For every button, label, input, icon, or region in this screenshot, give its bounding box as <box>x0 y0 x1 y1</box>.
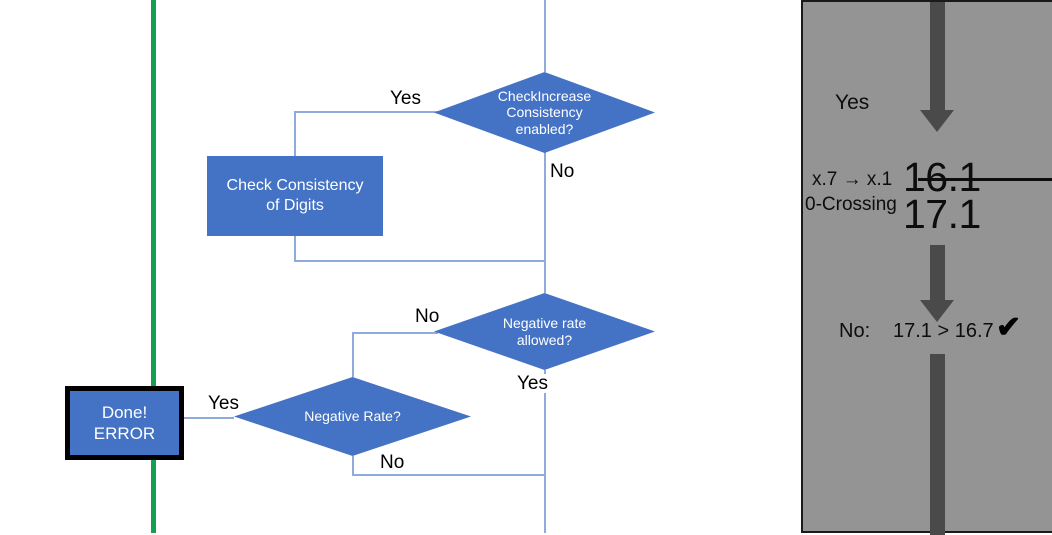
done-error-line2: ERROR <box>93 424 156 443</box>
panel-result-comparison: 17.1 > 16.7 <box>893 320 994 342</box>
process-consistency-line1: Check Consistency <box>226 177 364 194</box>
connector-negrate-yes <box>172 417 234 419</box>
panel-rule-label-2: 0-Crossing <box>805 194 897 215</box>
process-check-consistency-of-digits[interactable]: Check Consistency of Digits <box>207 156 383 236</box>
decision-neg-allowed-line1: Negative rate <box>502 314 587 331</box>
terminator-done-error[interactable]: Done! ERROR <box>65 386 184 460</box>
connector-spine-top <box>544 0 546 72</box>
panel-yes-label: Yes <box>835 91 870 114</box>
decision-negative-rate[interactable]: Negative Rate? <box>234 377 471 456</box>
panel-arrow-2-head <box>920 300 954 322</box>
connector-spine-bottom <box>544 474 546 533</box>
connector-negrate-no-v <box>352 456 354 476</box>
done-error-line1: Done! <box>101 402 148 422</box>
connector-negallowed-no-h <box>352 332 438 334</box>
decision-check-increase-consistency[interactable]: CheckIncrease Consistency enabled? <box>434 72 655 153</box>
decision-check-increase-line3: enabled? <box>515 120 574 137</box>
panel-value-struck: 16.1 <box>903 154 1052 201</box>
decision-check-increase-line1: CheckIncrease <box>497 87 592 104</box>
panel-value-struck-text: 16.1 <box>903 154 981 200</box>
connector-checkincrease-yes-v <box>294 111 296 156</box>
connector-negallowed-no-v <box>352 332 354 377</box>
right-side-panel: Yes x.7 → x.1 0-Crossing 16.1 17.1 No: 1… <box>801 0 1052 535</box>
strikethrough-line <box>917 178 1052 182</box>
connector-consistency-out-h <box>294 260 546 262</box>
green-divider-line <box>151 0 156 533</box>
panel-result-prefix: No: <box>839 320 871 342</box>
connector-spine-mid <box>544 260 546 293</box>
panel-rule-label-1: x.7 → x.1 <box>812 169 893 190</box>
panel-value-current: 17.1 <box>903 191 981 237</box>
edge-label-negrate-no: No <box>377 453 408 472</box>
panel-arrow-1-shaft <box>930 2 945 112</box>
edge-label-checkincrease-no: No <box>547 162 578 181</box>
edge-label-negrate-yes: Yes <box>205 394 242 413</box>
decision-check-increase-line2: Consistency <box>506 104 583 121</box>
panel-result-check-icon: ✔ <box>996 311 1022 344</box>
connector-negrate-no-h <box>352 474 546 476</box>
edge-label-negallowed-no: No <box>412 307 443 326</box>
connector-consistency-out-v <box>294 236 296 262</box>
panel-arrow-3-shaft <box>930 354 945 535</box>
process-consistency-line2: of Digits <box>266 197 324 214</box>
panel-arrow-2-shaft <box>930 245 945 302</box>
panel-arrow-1-head <box>920 110 954 132</box>
decision-neg-allowed-line2: allowed? <box>516 331 573 348</box>
decision-negative-rate-allowed[interactable]: Negative rate allowed? <box>434 293 655 370</box>
edge-label-checkincrease-yes: Yes <box>387 89 424 108</box>
connector-negallowed-yes <box>544 370 546 475</box>
connector-checkincrease-yes-h <box>294 111 440 113</box>
decision-negative-rate-line1: Negative Rate? <box>304 408 401 425</box>
connector-checkincrease-no <box>544 152 546 262</box>
edge-label-negallowed-yes: Yes <box>514 374 551 393</box>
